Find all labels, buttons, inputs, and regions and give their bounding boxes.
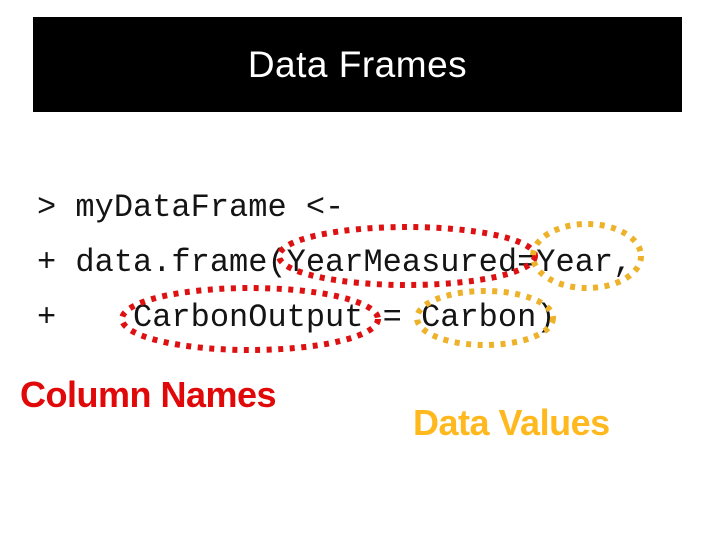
code-line-prompt: > myDataFrame <- xyxy=(37,189,345,226)
column-names-label: Column Names xyxy=(20,374,277,415)
slide-title: Data Frames xyxy=(247,43,468,85)
data-values-label: Data Values xyxy=(413,402,610,443)
code-line-carbon-arg: + CarbonOutput = Carbon) xyxy=(37,299,556,336)
title-bar: Data Frames xyxy=(33,17,682,112)
code-line-dataframe-call: + data.frame(YearMeasured=Year, xyxy=(37,244,633,281)
